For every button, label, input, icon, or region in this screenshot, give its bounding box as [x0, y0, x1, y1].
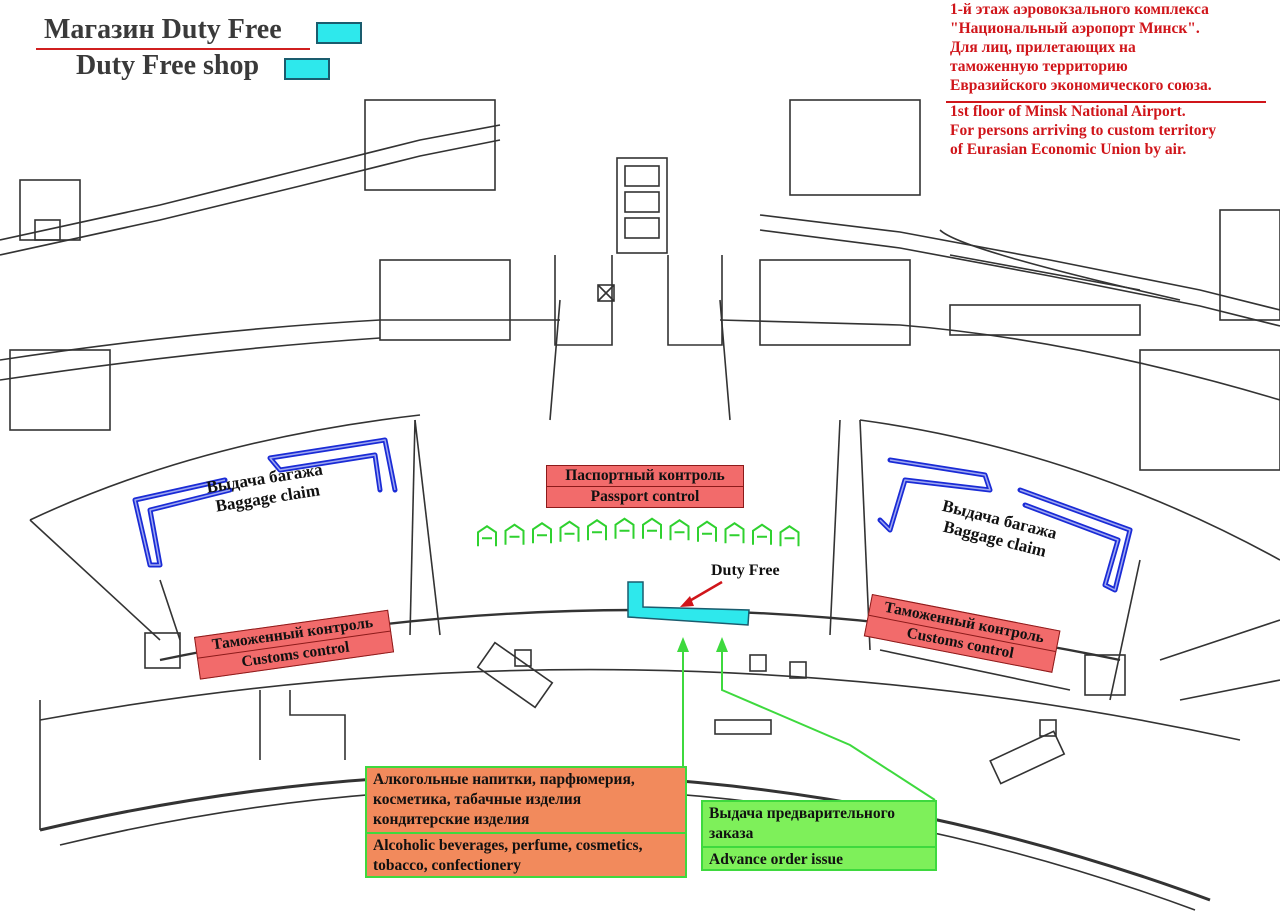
legend-label-en: Duty Free shop — [76, 50, 260, 81]
passport-booth — [477, 525, 497, 547]
passport-booth — [587, 519, 607, 541]
passport-booth — [532, 522, 552, 544]
title-line: таможенную территорию — [950, 58, 1128, 75]
passport-booth — [642, 517, 662, 539]
passport-booth — [504, 523, 525, 545]
products-info-en: Alcoholic beverages, perfume, cosmetics,… — [367, 832, 685, 878]
products-info-ru: Алкогольные напитки, парфюмерия, космети… — [373, 771, 635, 828]
title-line: Евразийского экономического союза. — [950, 77, 1212, 94]
title-line: For persons arriving to custom territory — [950, 122, 1217, 139]
passport-booth — [752, 523, 772, 545]
advance-order-ru: Выдача предварительного заказа — [709, 805, 895, 842]
passport-booth — [697, 520, 717, 542]
legend-swatch-ru — [316, 22, 362, 44]
title-line: Для лиц, прилетающих на — [950, 39, 1136, 56]
passport-booth — [724, 522, 745, 544]
passport-control-label: Паспортный контроль Passport control — [546, 465, 744, 508]
products-info-box: Алкогольные напитки, парфюмерия, космети… — [365, 766, 687, 878]
title-line: of Eurasian Economic Union by air. — [950, 141, 1187, 158]
title-line: "Национальный аэропорт Минск". — [950, 20, 1200, 37]
map-title: 1-й этаж аэровокзального комплекса "Наци… — [950, 0, 1280, 159]
title-line: 1-й этаж аэровокзального комплекса — [950, 1, 1209, 18]
duty-free-pointer-label: Duty Free — [711, 562, 780, 579]
passport-booth — [779, 525, 800, 547]
legend-swatch-en — [284, 58, 330, 80]
duty-free-shop-area — [627, 581, 750, 626]
title-line: 1st floor of Minsk National Airport. — [950, 103, 1186, 120]
legend-underline — [36, 48, 310, 50]
advance-order-box: Выдача предварительного заказа Advance o… — [701, 800, 937, 871]
passport-control-en: Passport control — [590, 488, 700, 505]
passport-booth — [614, 517, 635, 539]
legend-label-ru: Магазин Duty Free — [44, 14, 282, 45]
passport-control-ru: Паспортный контроль — [547, 466, 743, 487]
advance-order-en: Advance order issue — [703, 846, 935, 872]
passport-booth — [669, 519, 690, 541]
title-divider — [946, 101, 1266, 103]
passport-booth — [559, 520, 580, 542]
